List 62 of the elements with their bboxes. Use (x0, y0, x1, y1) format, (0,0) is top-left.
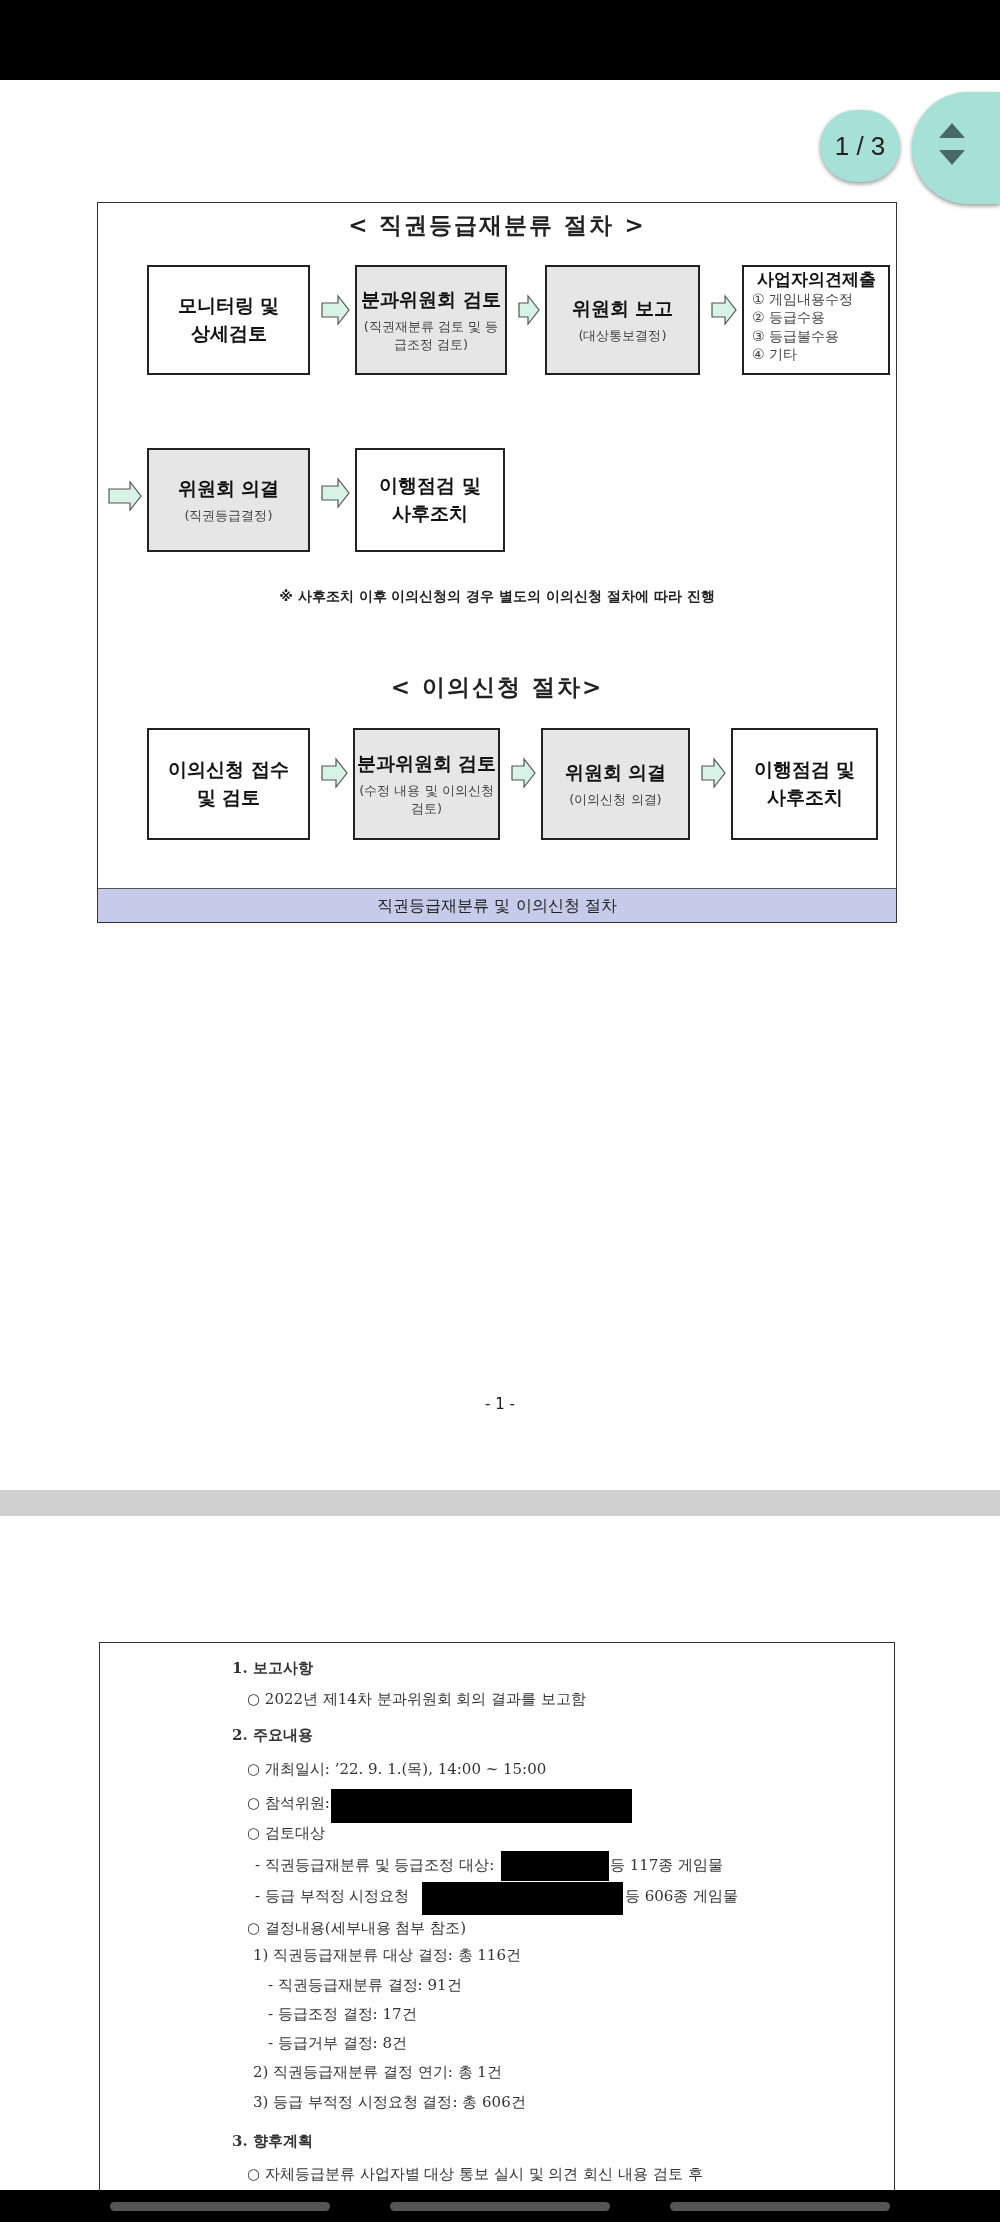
block-arrow (518, 294, 540, 326)
process-box (355, 448, 505, 552)
caption-band: 직권등급재분류 및 이의신청 절차 (98, 888, 896, 922)
block-arrow (511, 757, 536, 789)
box-heading: 분과위원회 검토 (361, 287, 501, 313)
list-item: - 등급거부 결정: 8건 (268, 2034, 407, 2053)
list-item: - 직권등급재분류 및 등급조정 대상: (255, 1856, 495, 1875)
process-box (541, 728, 690, 840)
bullet-text: ○ 자체등급분류 사업자별 대상 통보 실시 및 의견 회신 내용 검토 후 (247, 2165, 703, 2184)
list-item: - 등급 부적정 시정요청 (255, 1887, 410, 1906)
section-title: < 이의신청 절차> (389, 673, 605, 702)
bullet-text: ○ 결정내용(세부내용 첨부 참조) (247, 1919, 467, 1938)
process-box (353, 728, 500, 840)
box-heading: 위원회 의결 (177, 476, 280, 502)
box-heading: 위원회 보고 (571, 296, 674, 322)
process-box (147, 265, 310, 375)
box-heading: 이행점검 및 사후조치 (752, 757, 857, 810)
list-item: - 직권등급재분류 결정: 91건 (268, 1976, 462, 1995)
block-arrow (108, 480, 142, 512)
page-counter: 1 / 3 (820, 110, 900, 182)
list-item: ③ 등급불수용 (752, 326, 839, 345)
section-heading: 1. 보고사항 (232, 1659, 313, 1678)
note-text: ※ 사후조치 이후 이의신청의 경우 별도의 이의신청 절차에 따라 진행 (278, 588, 716, 606)
box-subtext: (대상통보결정) (578, 326, 667, 345)
list-item: - 등급조정 결정: 17건 (268, 2005, 417, 2024)
block-arrow (711, 294, 737, 326)
section-heading: 2. 주요내용 (232, 1726, 313, 1745)
page-number: - 1 - (484, 1395, 516, 1413)
bullet-text: ○ 개최일시: ’22. 9. 1.(목), 14:00 ~ 15:00 (247, 1760, 547, 1779)
list-item: ② 등급수용 (752, 308, 825, 327)
list-item: 등 606종 게임물 (625, 1887, 739, 1906)
box-subtext: (직권재분류 검토 및 등급조정 검토) (362, 317, 500, 354)
bullet-text: ○ 2022년 제14차 분과위원회 회의 결과를 보고함 (247, 1690, 586, 1709)
list-item: 3) 등급 부적정 시정요청 결정: 총 606건 (253, 2093, 526, 2112)
list-item: 2) 직권등급재분류 결정 연기: 총 1건 (253, 2063, 502, 2082)
process-box (355, 265, 507, 375)
block-arrow (701, 757, 726, 789)
box-heading: 모니터링 및 상세검토 (176, 293, 281, 346)
block-arrow (321, 294, 350, 326)
box-heading: 위원회 의결 (564, 760, 667, 786)
process-box (731, 728, 878, 840)
process-box (545, 265, 700, 375)
box-heading: 분과위원회 검토 (356, 751, 497, 777)
block-arrow (321, 477, 350, 509)
box-heading: 이의신청 접수 및 검토 (167, 757, 290, 810)
block-arrow (321, 757, 348, 789)
box-heading: 이행점검 및 사후조치 (378, 473, 482, 526)
process-box (147, 448, 310, 552)
list-item: 등 117종 게임물 (610, 1856, 724, 1875)
section-title: < 직권등급재분류 절차 > (347, 211, 647, 240)
process-box (742, 265, 890, 375)
bullet-text: ○ 검토대상 (247, 1824, 325, 1843)
list-item: ④ 기타 (752, 344, 797, 363)
list-item: 1) 직권등급재분류 대상 결정: 총 116건 (253, 1946, 521, 1965)
process-box (147, 728, 310, 840)
box-subtext: (이의신청 의결) (569, 790, 662, 809)
box-subtext: (직권등급결정) (184, 506, 273, 525)
box-subtext: (수정 내용 및 이의신청 검토) (358, 781, 495, 818)
list-item: ① 게임내용수정 (752, 290, 853, 309)
section-heading: 3. 향후계획 (232, 2132, 313, 2151)
box-heading: 사업자의견제출 (756, 269, 876, 291)
bullet-text: ○ 참석위원: (247, 1794, 330, 1813)
